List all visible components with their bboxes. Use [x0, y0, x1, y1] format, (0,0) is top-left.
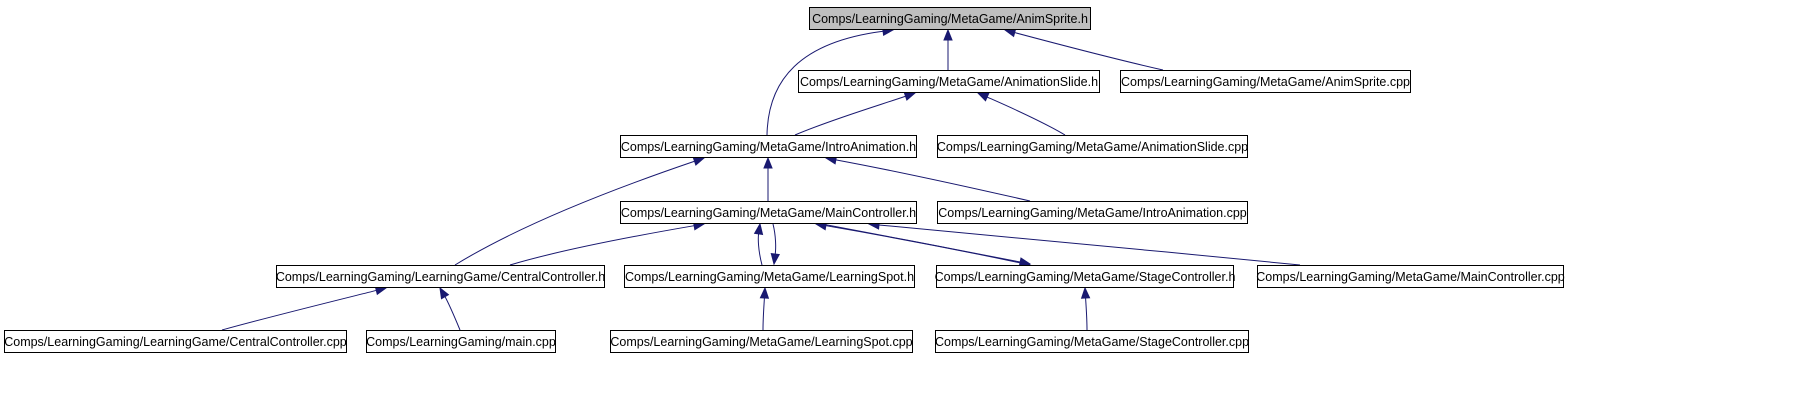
edge-line — [221, 289, 377, 331]
edge-main-cpp-to-centralcontroller-h — [439, 286, 461, 331]
node-box[interactable] — [935, 330, 1249, 353]
node-box[interactable] — [620, 135, 917, 158]
node-label: Comps/LearningGaming/MetaGame/StageContr… — [935, 270, 1236, 284]
arrowhead-icon — [943, 28, 953, 41]
node-label: Comps/LearningGaming/MetaGame/AnimSprite… — [812, 12, 1088, 26]
node-introanimation-h[interactable]: Comps/LearningGaming/MetaGame/IntroAnima… — [620, 135, 917, 158]
node-animsprite-h[interactable]: Comps/LearningGaming/MetaGame/AnimSprite… — [809, 7, 1091, 30]
edge-line — [454, 160, 695, 266]
node-box[interactable] — [276, 265, 605, 288]
edge-line — [878, 224, 1301, 266]
node-animsprite-cpp[interactable]: Comps/LearningGaming/MetaGame/AnimSprite… — [1120, 70, 1411, 93]
node-introanimation-cpp[interactable]: Comps/LearningGaming/MetaGame/IntroAnima… — [937, 201, 1248, 224]
node-box[interactable] — [624, 265, 915, 288]
node-box[interactable] — [4, 330, 347, 353]
node-label: Comps/LearningGaming/LearningGame/Centra… — [276, 270, 605, 284]
edge-learningspot-h-to-maincontroller-h — [753, 222, 764, 266]
node-box[interactable] — [798, 70, 1100, 93]
arrowhead-icon — [759, 286, 770, 299]
node-stagecontroller-cpp[interactable]: Comps/LearningGaming/MetaGame/StageContr… — [935, 330, 1249, 353]
node-learningspot-h[interactable]: Comps/LearningGaming/MetaGame/LearningSp… — [624, 265, 915, 288]
node-box[interactable] — [610, 330, 913, 353]
node-label: Comps/LearningGaming/MetaGame/MainContro… — [1256, 270, 1565, 284]
node-box[interactable] — [936, 265, 1234, 288]
node-label: Comps/LearningGaming/MetaGame/LearningSp… — [610, 335, 912, 349]
edge-line — [762, 297, 765, 331]
arrowhead-icon — [1018, 257, 1032, 267]
edge-maincontroller-h-to-stagecontroller-h — [821, 223, 1032, 267]
node-box[interactable] — [937, 135, 1248, 158]
edge-line — [986, 96, 1066, 136]
node-label: Comps/LearningGaming/MetaGame/AnimationS… — [937, 140, 1248, 154]
edge-introanimation-h-to-animationslide-h — [794, 91, 917, 136]
edge-centralcontroller-h-to-maincontroller-h — [509, 221, 706, 266]
node-box[interactable] — [937, 201, 1248, 224]
node-label: Comps/LearningGaming/MetaGame/AnimSprite… — [1121, 75, 1410, 89]
node-label: Comps/LearningGaming/LearningGame/Centra… — [4, 335, 347, 349]
arrowhead-icon — [1080, 286, 1091, 299]
node-centralcontroller-h[interactable]: Comps/LearningGaming/LearningGame/Centra… — [276, 265, 605, 288]
edge-line — [821, 223, 1021, 263]
edge-animationslide-cpp-to-animationslide-h — [976, 92, 1066, 136]
edge-line — [794, 95, 906, 136]
edge-maincontroller-cpp-to-maincontroller-h — [867, 220, 1301, 266]
edge-maincontroller-h-to-introanimation-h — [763, 156, 773, 202]
node-main-cpp[interactable]: Comps/LearningGaming/main.cpp — [366, 330, 556, 353]
node-box[interactable] — [809, 7, 1091, 30]
edge-animationslide-h-to-animsprite-h — [943, 28, 953, 70]
node-label: Comps/LearningGaming/MetaGame/MainContro… — [621, 206, 916, 220]
edge-line — [766, 30, 884, 136]
node-animationslide-h[interactable]: Comps/LearningGaming/MetaGame/AnimationS… — [798, 70, 1100, 93]
edge-line — [444, 296, 461, 331]
node-maincontroller-h[interactable]: Comps/LearningGaming/MetaGame/MainContro… — [620, 201, 917, 224]
node-stagecontroller-h[interactable]: Comps/LearningGaming/MetaGame/StageContr… — [935, 265, 1236, 288]
arrowhead-icon — [770, 252, 781, 266]
arrowhead-icon — [763, 156, 773, 169]
edge-animsprite-cpp-to-animsprite-h — [1003, 28, 1164, 71]
node-label: Comps/LearningGaming/main.cpp — [366, 335, 556, 349]
edge-maincontroller-h-to-learningspot-h — [770, 223, 781, 266]
node-learningspot-cpp[interactable]: Comps/LearningGaming/MetaGame/LearningSp… — [610, 330, 913, 353]
edge-line — [825, 225, 1031, 266]
edge-stagecontroller-cpp-to-stagecontroller-h — [1080, 286, 1091, 331]
edge-centralcontroller-h-to-introanimation-h — [454, 156, 706, 266]
edge-introanimation-cpp-to-introanimation-h — [824, 155, 1031, 202]
nodes-layer: Comps/LearningGaming/MetaGame/AnimSprite… — [4, 7, 1565, 353]
arrowhead-icon — [903, 91, 917, 101]
edge-line — [509, 225, 695, 266]
arrowhead-icon — [439, 286, 450, 300]
node-box[interactable] — [366, 330, 556, 353]
arrowhead-icon — [753, 222, 764, 236]
arrowhead-icon — [692, 156, 706, 166]
arrowhead-icon — [976, 92, 990, 102]
edge-line — [757, 233, 763, 266]
edge-line — [1085, 297, 1088, 331]
node-maincontroller-cpp[interactable]: Comps/LearningGaming/MetaGame/MainContro… — [1256, 265, 1565, 288]
edge-line — [835, 159, 1031, 202]
node-label: Comps/LearningGaming/MetaGame/AnimationS… — [800, 75, 1098, 89]
node-centralcontroller-cpp[interactable]: Comps/LearningGaming/LearningGame/Centra… — [4, 330, 347, 353]
node-label: Comps/LearningGaming/MetaGame/IntroAnima… — [621, 140, 916, 154]
node-label: Comps/LearningGaming/MetaGame/StageContr… — [935, 335, 1249, 349]
edge-learningspot-cpp-to-learningspot-h — [759, 286, 770, 331]
node-label: Comps/LearningGaming/MetaGame/LearningSp… — [625, 270, 914, 284]
node-box[interactable] — [1257, 265, 1564, 288]
edge-line — [1014, 32, 1164, 71]
node-animationslide-cpp[interactable]: Comps/LearningGaming/MetaGame/AnimationS… — [937, 135, 1248, 158]
edge-line — [772, 223, 777, 255]
node-label: Comps/LearningGaming/MetaGame/IntroAnima… — [938, 206, 1247, 220]
node-box[interactable] — [1120, 70, 1411, 93]
node-box[interactable] — [620, 201, 917, 224]
edge-centralcontroller-cpp-to-centralcontroller-h — [221, 285, 388, 331]
